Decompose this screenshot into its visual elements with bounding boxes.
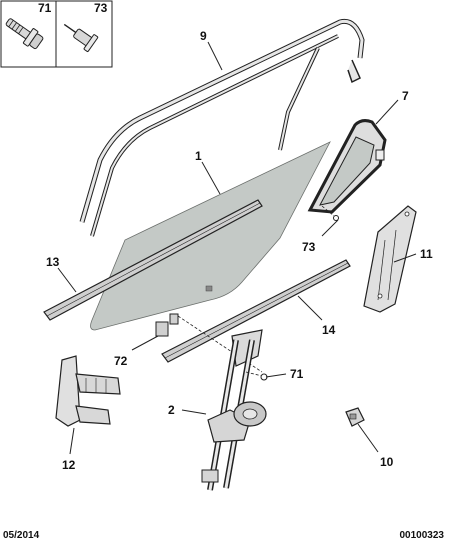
footer-date: 05/2014 [3, 530, 40, 541]
callout-10: 10 [380, 455, 394, 469]
bolt-icon [5, 18, 44, 50]
callout-labels: 9 7 1 13 73 11 14 72 71 2 12 10 [46, 29, 433, 472]
quarter-glass [307, 119, 387, 214]
callout-11: 11 [420, 247, 433, 261]
rear-bracket [363, 205, 417, 313]
callout-72: 72 [114, 354, 128, 368]
callout-71: 71 [290, 367, 304, 381]
leader-lines [57, 41, 417, 455]
callout-13: 13 [46, 255, 60, 269]
fastener-inset: 71 73 [0, 0, 113, 68]
door-frame-seal [79, 18, 365, 237]
glass-clip [155, 313, 263, 373]
door-glass [90, 141, 331, 331]
callout-2: 2 [168, 403, 175, 417]
footer-reference: 00100323 [399, 530, 445, 541]
front-bracket [55, 355, 121, 427]
callout-9: 9 [200, 29, 207, 43]
rivet [321, 205, 339, 221]
rivet-icon [63, 23, 99, 53]
inset-label-71: 71 [38, 1, 52, 15]
callout-1: 1 [195, 149, 202, 163]
switch-clip [345, 407, 365, 427]
callout-7: 7 [402, 89, 409, 103]
callout-73: 73 [302, 240, 316, 254]
callout-12: 12 [62, 458, 76, 472]
inset-label-73: 73 [94, 1, 108, 15]
inner-waist-seal [43, 199, 263, 321]
callout-14: 14 [322, 323, 336, 337]
window-regulator [201, 329, 268, 491]
